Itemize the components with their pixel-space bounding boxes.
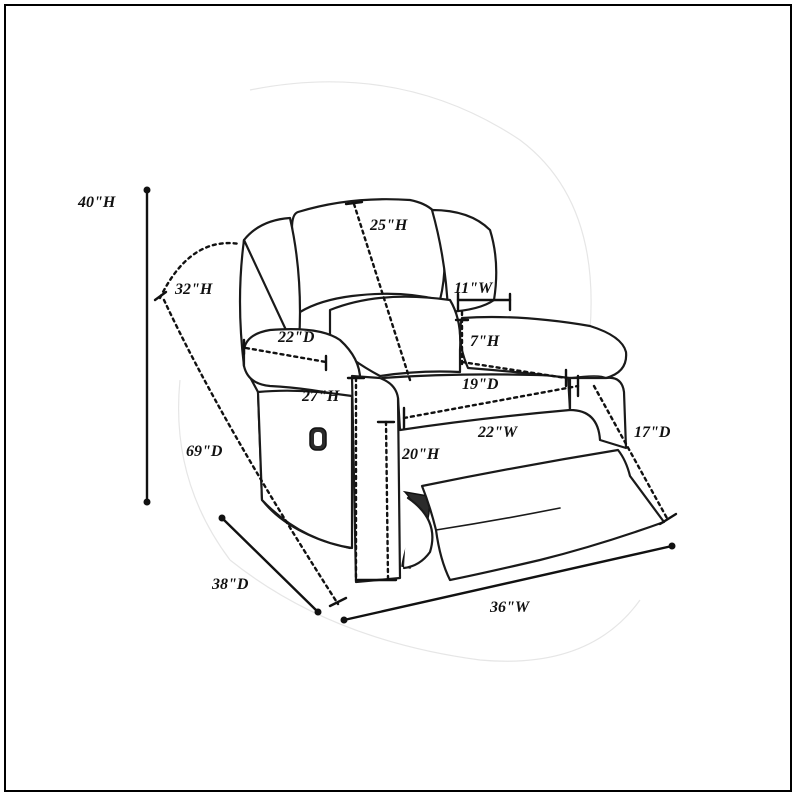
label-depth: 38"D xyxy=(211,576,249,593)
rocker-bracket xyxy=(402,496,434,570)
left-armrest xyxy=(242,328,362,400)
left-seat-side xyxy=(256,389,354,550)
footrest xyxy=(420,448,666,582)
label-seat-side-depth: 22"D xyxy=(277,329,315,346)
right-armrest xyxy=(458,315,628,380)
label-seat-height-side: 27"H xyxy=(301,388,340,405)
label-seat-height: 20"H xyxy=(401,446,440,463)
dimension-labels: 40"H 25"H 11"W 32"H 22"D 7"H 19"D 27"H 2… xyxy=(77,194,671,616)
label-arm-width: 11"W xyxy=(454,280,494,297)
label-seat-depth: 19"D xyxy=(462,376,499,393)
label-reclined-depth: 69"D xyxy=(186,443,223,460)
label-overall-height: 40"H xyxy=(77,194,116,211)
label-seat-width: 22"W xyxy=(477,424,519,441)
background-sketch xyxy=(177,81,641,662)
front-left-post xyxy=(350,374,402,584)
recliner-chair xyxy=(238,198,666,584)
label-footrest-depth: 17"D xyxy=(634,424,671,441)
label-back-height: 25"H xyxy=(369,217,408,234)
label-width: 36"W xyxy=(489,599,531,616)
recline-lever-icon xyxy=(309,427,327,451)
right-arm-front xyxy=(568,376,628,450)
label-arm-height: 7"H xyxy=(470,333,500,350)
dimension-lines xyxy=(143,186,678,624)
seat-cushion xyxy=(328,295,462,378)
label-arm-back-height: 32"H xyxy=(174,281,213,298)
back-cushion xyxy=(290,198,446,314)
